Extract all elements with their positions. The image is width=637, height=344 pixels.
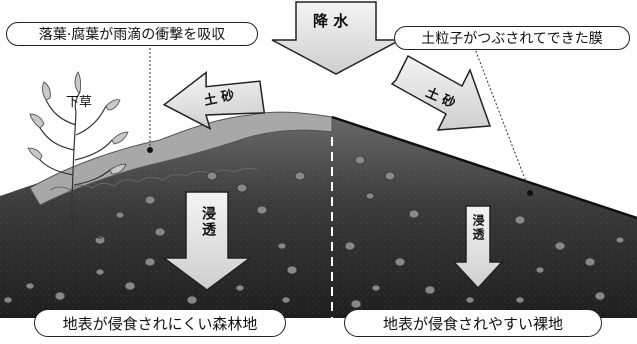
infiltration-label-right: 浸透: [471, 214, 485, 242]
soil-arrow-right: [390, 54, 492, 131]
infiltration-arrow-left: [161, 191, 253, 291]
note-leaf-litter-text: 落葉·腐葉が雨滴の衝撃を吸収: [38, 27, 226, 43]
pebbles: [3, 155, 625, 309]
note-crust-film: 土粒子がつぶされてできた膜: [394, 26, 630, 50]
leaf-litter-layer: [29, 111, 333, 206]
rain-label: 降 水: [313, 12, 349, 30]
leaf-litter-texture: [49, 167, 259, 191]
soil-arrow-left: [162, 71, 266, 131]
caption-bare-ground-text: 地表が侵食されやすい裸地: [382, 314, 563, 333]
undergrowth-plant: [39, 91, 113, 263]
undergrowth-leaves: [27, 71, 129, 175]
caption-forest: 地表が侵食されにくい森林地: [34, 309, 286, 337]
note-leaf-litter-absorbs: 落葉·腐葉が雨滴の衝撃を吸収: [6, 22, 258, 46]
rain-arrow: [271, 1, 401, 75]
leader-dot-right: [527, 190, 533, 196]
caption-forest-text: 地表が侵食されにくい森林地: [62, 314, 258, 333]
undergrowth-label: 下草: [66, 95, 93, 110]
infiltration-arrow-right: [452, 205, 504, 290]
soil-texture: [0, 114, 637, 318]
note-crust-film-text: 土粒子がつぶされてできた膜: [421, 31, 603, 47]
infiltration-label-left: 浸透: [200, 206, 216, 238]
leader-dot-left: [147, 147, 153, 153]
crust-film: [331, 115, 637, 220]
caption-bare-ground: 地表が侵食されやすい裸地: [344, 309, 602, 337]
